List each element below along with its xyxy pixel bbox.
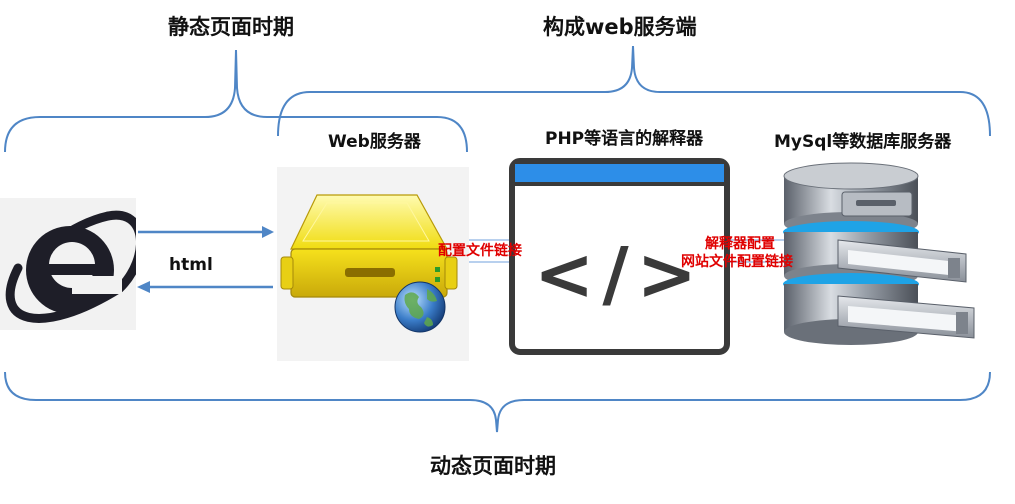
web-server-label: Web服务器 [328, 132, 421, 152]
config-link-annotation: 配置文件链接 [438, 243, 522, 259]
database-icon [778, 162, 980, 362]
server-side-brace [277, 45, 991, 137]
request-arrow [138, 226, 274, 238]
code-glyph: </> [534, 232, 705, 316]
static-period-label: 静态页面时期 [168, 15, 294, 39]
static-period-brace [4, 49, 468, 153]
mysql-db-label: MySql等数据库服务器 [774, 132, 952, 152]
dynamic-period-label: 动态页面时期 [430, 454, 556, 478]
interpreter-config-annotation: 解释器配置 [705, 236, 775, 252]
code-window-icon: </> [509, 158, 730, 355]
web-server-icon [277, 167, 469, 361]
dynamic-period-brace [4, 371, 991, 433]
ie-browser-icon [0, 198, 145, 330]
site-config-link-annotation: 网站文件配置链接 [681, 254, 793, 270]
php-interpreter-label: PHP等语言的解释器 [545, 129, 704, 149]
html-label: html [169, 255, 213, 275]
globe-icon [394, 281, 446, 333]
web-server-side-label: 构成web服务端 [543, 15, 697, 39]
response-arrow [137, 281, 273, 293]
